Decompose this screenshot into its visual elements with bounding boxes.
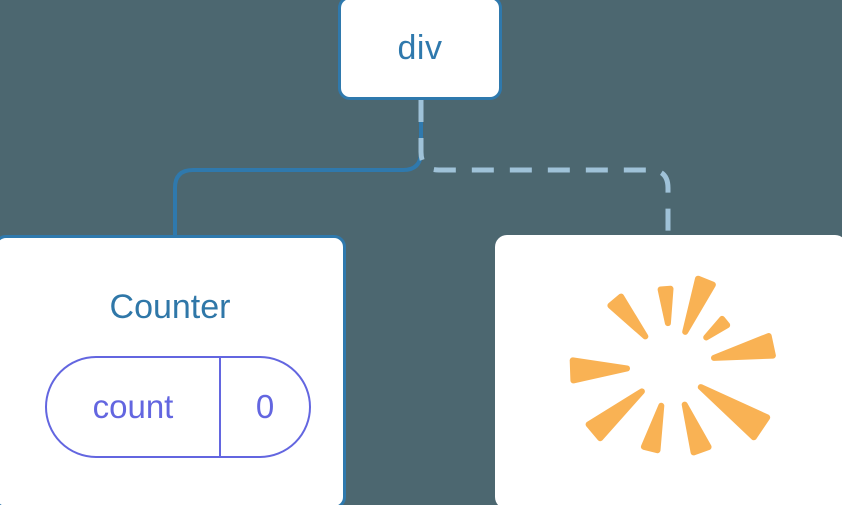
sparkle-ray-4 <box>585 388 645 442</box>
node-sparkle[interactable] <box>495 235 842 505</box>
state-pill-key: count <box>47 358 221 456</box>
sparkle-ray-9 <box>703 315 731 341</box>
sparkle-ray-2 <box>607 293 649 340</box>
sparkle-burst-icon <box>569 275 776 456</box>
state-pill-value: 0 <box>255 388 275 425</box>
edge-div-to-counter <box>173 98 423 242</box>
edge-div-to-sparkle <box>418 100 671 240</box>
sparkle-ray-1 <box>657 285 674 327</box>
node-counter[interactable]: Counter count 0 <box>0 235 346 505</box>
sparkle-ray-5 <box>640 402 665 454</box>
sparkle-ray-3 <box>569 357 630 384</box>
sparkle-ray-0 <box>682 275 716 335</box>
state-pill[interactable]: count 0 <box>45 356 311 458</box>
sparkle-ray-8 <box>711 333 776 361</box>
sparkle-ray-7 <box>697 384 771 441</box>
node-div[interactable]: div <box>338 0 502 100</box>
node-counter-label: Counter <box>109 288 231 326</box>
node-div-label: div <box>397 29 443 67</box>
sparkle-ray-6 <box>681 401 712 456</box>
